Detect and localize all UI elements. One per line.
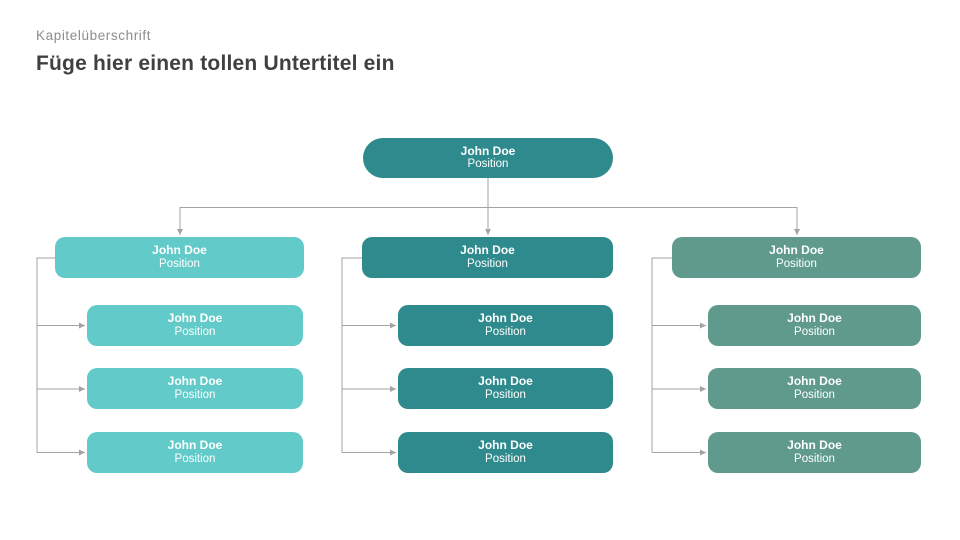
org-node-name: John Doe	[478, 438, 533, 453]
org-node-position: Position	[174, 388, 216, 401]
org-node-col2-child2: John Doe Position	[398, 368, 613, 409]
org-node-name: John Doe	[167, 311, 223, 326]
org-node-name: John Doe	[167, 374, 223, 389]
org-node-name: John Doe	[152, 243, 207, 258]
org-node-name: John Doe	[787, 374, 842, 389]
org-node-position: Position	[485, 325, 526, 338]
org-node-position: Position	[467, 257, 508, 270]
org-node-position: Position	[485, 388, 526, 401]
org-node-col1-child1: John Doe Position	[87, 305, 303, 346]
org-node-position: Position	[794, 452, 835, 465]
org-node-col3-child1: John Doe Position	[708, 305, 921, 346]
org-node-name: John Doe	[478, 311, 533, 326]
org-node-col1-parent: John Doe Position	[55, 237, 304, 278]
org-node-col1-child2: John Doe Position	[87, 368, 303, 409]
org-node-name: John Doe	[460, 243, 515, 258]
org-node-col3-child2: John Doe Position	[708, 368, 921, 409]
org-node-position: Position	[174, 325, 216, 338]
org-node-col1-child3: John Doe Position	[87, 432, 303, 473]
org-node-position: Position	[174, 452, 216, 465]
org-node-col2-parent: John Doe Position	[362, 237, 613, 278]
org-node-name: John Doe	[769, 243, 824, 258]
org-node-col3-parent: John Doe Position	[672, 237, 921, 278]
org-node-name: John Doe	[167, 438, 223, 453]
org-node-position: Position	[776, 257, 817, 270]
org-node-col2-child3: John Doe Position	[398, 432, 613, 473]
org-node-position: Position	[485, 452, 526, 465]
org-node-name: John Doe	[478, 374, 533, 389]
org-node-name: John Doe	[460, 143, 516, 158]
org-node-position: Position	[794, 388, 835, 401]
org-node-col3-child3: John Doe Position	[708, 432, 921, 473]
org-node-col2-child1: John Doe Position	[398, 305, 613, 346]
org-node-name: John Doe	[787, 311, 842, 326]
org-node-position: Position	[794, 325, 835, 338]
page-title: Füge hier einen tollen Untertitel ein	[36, 52, 395, 75]
org-node-root: John Doe Position	[363, 138, 613, 178]
kicker: Kapitelüberschrift	[36, 28, 152, 43]
org-node-name: John Doe	[787, 438, 842, 453]
org-node-position: Position	[467, 158, 509, 171]
org-node-position: Position	[159, 257, 200, 270]
